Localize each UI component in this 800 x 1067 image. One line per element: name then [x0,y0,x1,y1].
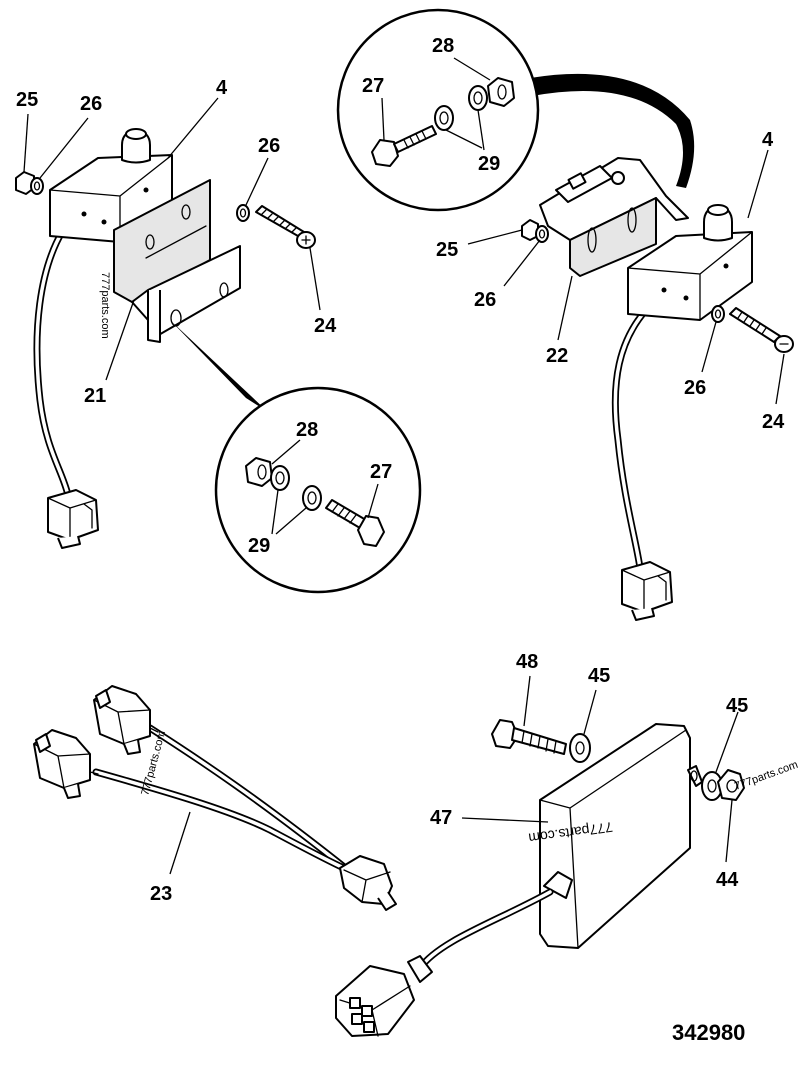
callout-26-right-b: 26 [684,377,706,399]
callout-26-left-b: 26 [258,135,280,157]
callout-29-detail-left: 29 [248,535,270,557]
right-switch-connector [621,561,673,621]
left-fixing-detail: 28 27 29 [170,320,422,594]
callout-44: 44 [716,869,739,891]
callout-21: 21 [84,385,106,407]
watermark-right: 777parts.com [733,759,800,793]
harness-connector-lower [33,729,99,799]
control-unit-assembly: 48 45 45 47 44 777parts.com 777parts.com [335,651,800,1037]
left-screw-24 [236,204,316,249]
callout-4-right: 4 [762,129,774,151]
watermark-left: 777parts.com [99,272,111,339]
left-switch-connector [47,489,99,549]
callout-25-right: 25 [436,239,458,261]
callout-25-left: 25 [16,89,38,111]
drawing-reference-number: 342980 [672,1020,745,1045]
callout-28-detail-top: 28 [432,35,454,57]
y-harness-23: 23 777parts.com [33,685,397,911]
callout-24-right: 24 [762,411,785,433]
callout-47: 47 [430,807,452,829]
callout-4-left: 4 [216,77,228,99]
harness-connector-right [339,855,397,911]
callout-24-left: 24 [314,315,337,337]
callout-48: 48 [516,651,538,673]
callout-28-detail-left: 28 [296,419,318,441]
control-unit-47 [539,723,703,949]
callout-45-left: 45 [588,665,610,687]
harness-connector-upper [93,685,159,755]
callout-23: 23 [150,883,172,905]
callout-22: 22 [546,345,568,367]
bolt-48 [491,719,567,755]
right-microswitch [627,204,753,321]
right-fixing-detail: 28 27 29 [336,8,695,212]
left-switch-assembly: 25 26 4 26 24 21 777parts.com [15,77,337,549]
callout-27-detail-left: 27 [370,461,392,483]
right-bracket-22 [539,157,689,277]
callout-26-left: 26 [80,93,102,115]
callout-26-right: 26 [474,289,496,311]
callout-29-detail-top: 29 [478,153,500,175]
callout-45-right: 45 [726,695,748,717]
callout-27-detail-top: 27 [362,75,384,97]
left-nut-25 [15,171,44,195]
control-unit-connector [335,955,433,1037]
left-bracket-21 [113,179,241,343]
right-switch-assembly: 4 25 26 22 26 24 [436,129,794,621]
